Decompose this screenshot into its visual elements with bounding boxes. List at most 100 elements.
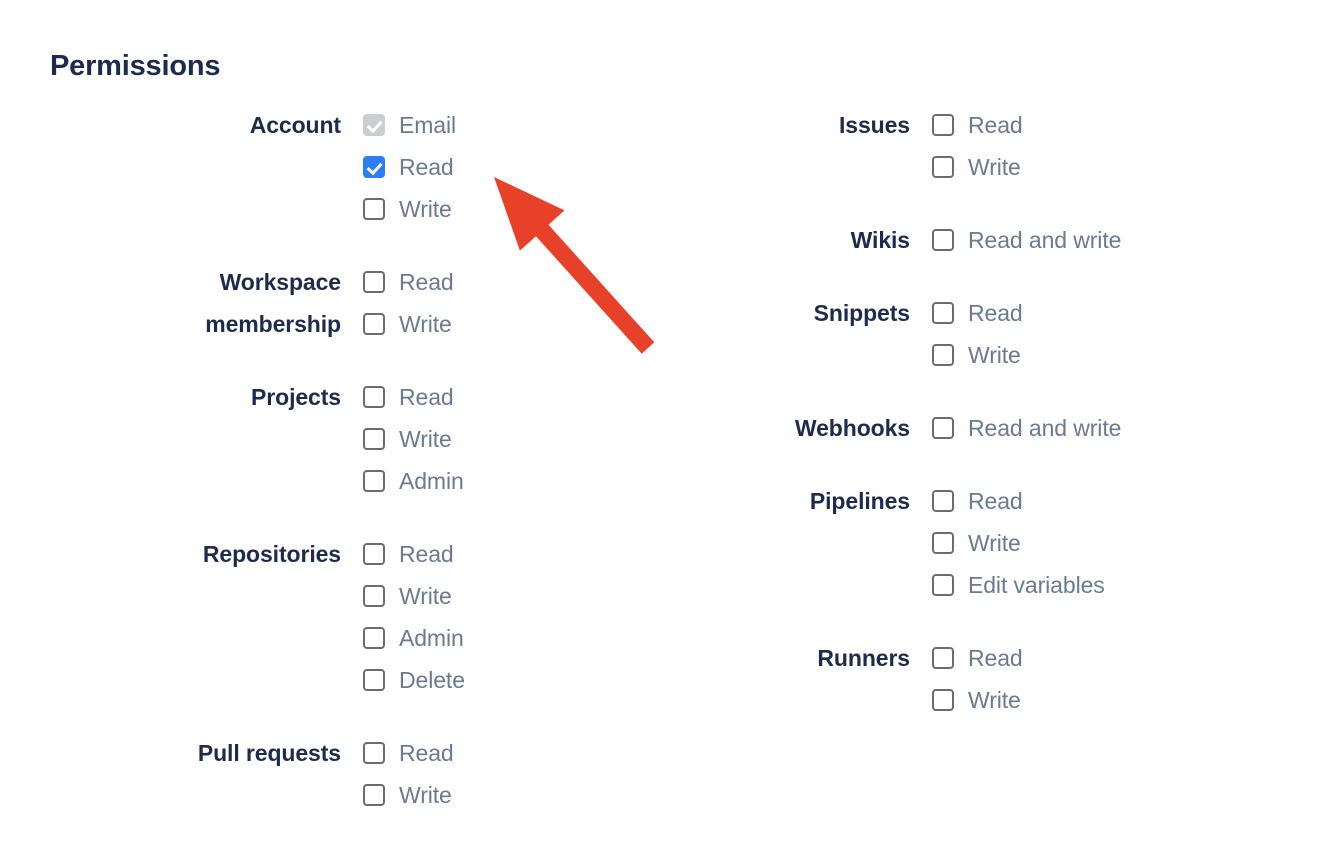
checkbox-unchecked-icon[interactable] bbox=[363, 271, 385, 293]
permission-option-row[interactable]: Read bbox=[932, 104, 1260, 146]
permission-option-label[interactable]: Admin bbox=[399, 468, 464, 494]
permission-group-label: Runners bbox=[817, 645, 910, 671]
permission-option-label[interactable]: Read bbox=[968, 488, 1023, 514]
permission-option-label[interactable]: Read and write bbox=[968, 415, 1122, 441]
permission-group-label-line: Workspace bbox=[219, 269, 342, 295]
permission-group: Webhooks Read and write bbox=[700, 407, 1260, 449]
permission-option-row[interactable]: Read bbox=[363, 533, 610, 575]
permission-option-row[interactable]: Write bbox=[363, 774, 610, 816]
checkbox-unchecked-icon[interactable] bbox=[932, 490, 954, 512]
permission-group-label-line: membership bbox=[205, 311, 341, 337]
permission-option-label[interactable]: Read bbox=[968, 112, 1023, 138]
permission-group-label: Pull requests bbox=[197, 740, 341, 766]
checkbox-unchecked-icon[interactable] bbox=[932, 156, 954, 178]
permission-option-row[interactable]: Email bbox=[363, 104, 610, 146]
permission-group-label: Projects bbox=[251, 384, 341, 410]
checkbox-unchecked-icon[interactable] bbox=[363, 470, 385, 492]
permission-option-label[interactable]: Read bbox=[968, 300, 1023, 326]
permission-option-label[interactable]: Read bbox=[399, 541, 454, 567]
permission-option-row[interactable]: Read bbox=[363, 732, 610, 774]
checkbox-checked-icon[interactable] bbox=[363, 156, 385, 178]
checkbox-unchecked-icon[interactable] bbox=[363, 585, 385, 607]
permission-option-row[interactable]: Read bbox=[363, 376, 610, 418]
permission-option-row[interactable]: Write bbox=[363, 188, 610, 230]
permission-option-row[interactable]: Delete bbox=[363, 659, 610, 701]
checkbox-unchecked-icon[interactable] bbox=[932, 114, 954, 136]
permission-option-label[interactable]: Admin bbox=[399, 625, 464, 651]
checkbox-unchecked-icon[interactable] bbox=[363, 198, 385, 220]
checkbox-unchecked-icon[interactable] bbox=[932, 229, 954, 251]
permission-option-row[interactable]: Admin bbox=[363, 617, 610, 659]
permission-option-row[interactable]: Write bbox=[363, 575, 610, 617]
permission-option-row[interactable]: Read bbox=[363, 261, 610, 303]
permission-option-label[interactable]: Write bbox=[968, 530, 1021, 556]
permission-option-label[interactable]: Write bbox=[968, 687, 1021, 713]
permission-option-row[interactable]: Write bbox=[932, 146, 1260, 188]
permission-option-row[interactable]: Read and write bbox=[932, 219, 1260, 261]
permission-option-list: Read and write bbox=[932, 219, 1260, 261]
permission-option-label[interactable]: Write bbox=[399, 196, 452, 222]
permission-option-row[interactable]: Write bbox=[363, 303, 610, 345]
permission-group-label: Pipelines bbox=[809, 488, 910, 514]
permission-option-label[interactable]: Read bbox=[399, 740, 454, 766]
permission-group-label: Issues bbox=[838, 112, 910, 138]
permission-option-row[interactable]: Read bbox=[932, 292, 1260, 334]
checkbox-unchecked-icon[interactable] bbox=[363, 627, 385, 649]
permission-option-label[interactable]: Write bbox=[399, 426, 452, 452]
permission-option-row[interactable]: Read bbox=[363, 146, 610, 188]
checkbox-unchecked-icon[interactable] bbox=[932, 344, 954, 366]
permission-option-label[interactable]: Write bbox=[399, 782, 452, 808]
permission-option-label[interactable]: Edit variables bbox=[968, 572, 1105, 598]
checkbox-unchecked-icon[interactable] bbox=[932, 689, 954, 711]
permission-option-label[interactable]: Write bbox=[399, 311, 452, 337]
checkbox-unchecked-icon[interactable] bbox=[363, 742, 385, 764]
checkbox-unchecked-icon[interactable] bbox=[363, 543, 385, 565]
permission-option-row[interactable]: Write bbox=[932, 679, 1260, 721]
permission-option-row[interactable]: Write bbox=[363, 418, 610, 460]
permission-option-row[interactable]: Admin bbox=[363, 460, 610, 502]
permission-option-row[interactable]: Read bbox=[932, 637, 1260, 679]
permission-option-label[interactable]: Email bbox=[399, 112, 457, 138]
permission-option-label[interactable]: Read bbox=[399, 384, 454, 410]
permission-option-row[interactable]: Read and write bbox=[932, 407, 1260, 449]
permission-option-label[interactable]: Write bbox=[399, 583, 452, 609]
permission-group-label: Repositories bbox=[202, 541, 341, 567]
permission-option-label[interactable]: Read bbox=[399, 269, 454, 295]
checkbox-unchecked-icon[interactable] bbox=[363, 313, 385, 335]
permission-option-label[interactable]: Read bbox=[399, 154, 454, 180]
checkbox-unchecked-icon[interactable] bbox=[363, 428, 385, 450]
permission-group-label: Webhooks bbox=[794, 415, 910, 441]
permission-option-row[interactable]: Write bbox=[932, 522, 1260, 564]
permission-option-label[interactable]: Write bbox=[968, 342, 1021, 368]
permission-option-label[interactable]: Read bbox=[968, 645, 1023, 671]
checkbox-unchecked-icon[interactable] bbox=[363, 669, 385, 691]
permission-option-label[interactable]: Delete bbox=[399, 667, 465, 693]
checkbox-unchecked-icon[interactable] bbox=[363, 386, 385, 408]
permission-group-label: Account bbox=[249, 112, 341, 138]
checkbox-unchecked-icon[interactable] bbox=[932, 532, 954, 554]
checkbox-unchecked-icon[interactable] bbox=[932, 302, 954, 324]
checkbox-unchecked-icon[interactable] bbox=[932, 417, 954, 439]
checkbox-unchecked-icon[interactable] bbox=[932, 574, 954, 596]
permission-group-label: Workspace membership bbox=[50, 261, 363, 345]
permission-option-row[interactable]: Edit variables bbox=[932, 564, 1260, 606]
permission-option-row[interactable]: Write bbox=[932, 334, 1260, 376]
permission-option-label[interactable]: Write bbox=[968, 154, 1021, 180]
permission-option-label[interactable]: Read and write bbox=[968, 227, 1122, 253]
checkbox-unchecked-icon[interactable] bbox=[932, 647, 954, 669]
permission-option-row[interactable]: Read bbox=[932, 480, 1260, 522]
checkbox-unchecked-icon[interactable] bbox=[363, 784, 385, 806]
